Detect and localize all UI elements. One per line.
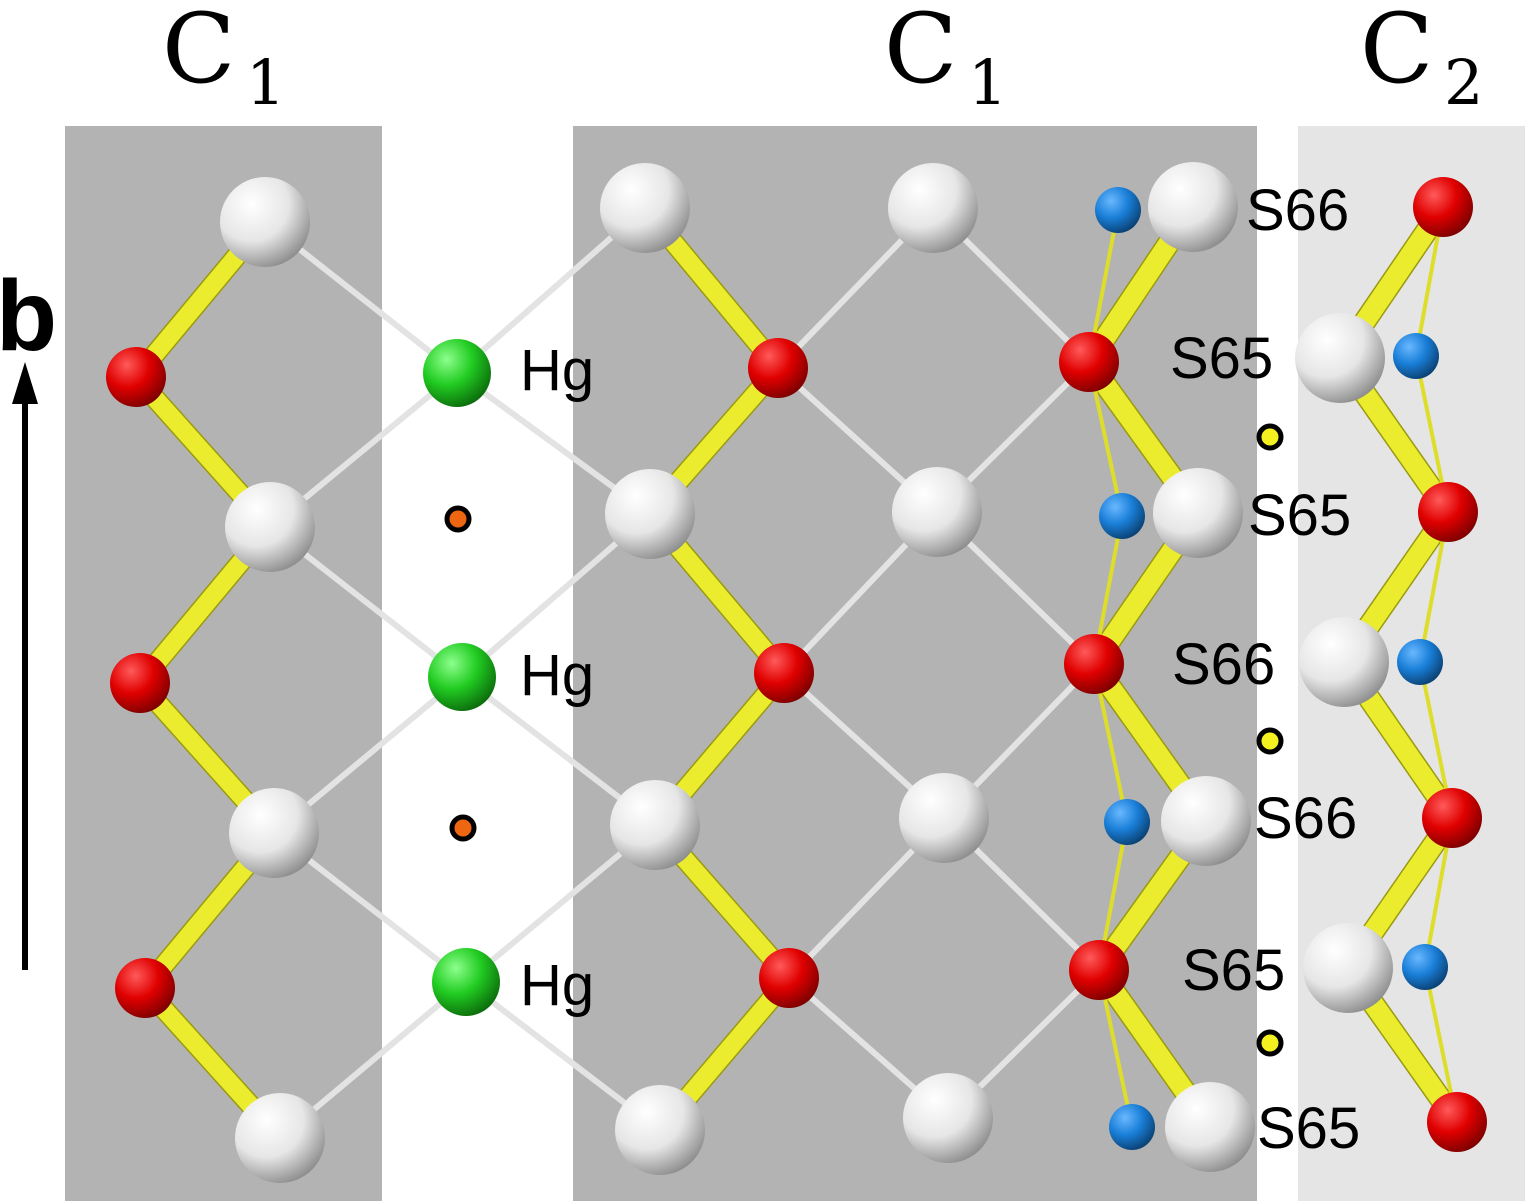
red-atom: [754, 643, 814, 703]
white-atom: [1303, 923, 1393, 1013]
axis-b-arrow: b: [0, 260, 57, 970]
red-atom: [759, 948, 819, 1008]
red-atom: [106, 347, 166, 407]
white-atom: [899, 773, 989, 863]
region-title-c1-center: C 1: [884, 0, 1007, 119]
orange-site-marker: [444, 505, 472, 533]
region-title-c1-left: C 1: [162, 0, 285, 119]
blue-atom: [1095, 187, 1141, 233]
blue-atom: [1099, 493, 1145, 539]
white-atom: [1295, 313, 1385, 403]
red-atom: [1069, 940, 1129, 1000]
region-title-main: C: [1360, 0, 1433, 105]
white-atom: [600, 163, 690, 253]
s66-label: S66: [1246, 178, 1349, 243]
white-atom: [1299, 617, 1389, 707]
region-title-main: C: [884, 0, 957, 105]
red-atom: [1064, 634, 1124, 694]
region-title-subscript: 1: [246, 46, 285, 119]
s65-label: S65: [1257, 1096, 1360, 1161]
axis-b-label: b: [0, 260, 57, 372]
hg-atom: [432, 948, 500, 1016]
region-title-c2-right: C 2: [1360, 0, 1483, 119]
red-atom: [1059, 332, 1119, 392]
white-atom: [888, 163, 978, 253]
region-title-main: C: [162, 0, 235, 105]
white-atom: [1153, 468, 1243, 558]
yellow-site-marker: [1256, 1029, 1284, 1057]
white-atom: [1165, 1082, 1255, 1172]
white-atom: [615, 1085, 705, 1175]
s65-label: S65: [1248, 483, 1351, 548]
white-atom: [903, 1073, 993, 1163]
hg-label: Hg: [520, 643, 594, 708]
white-atom: [892, 467, 982, 557]
s65-label: S65: [1170, 326, 1273, 391]
yellow-site-marker: [1256, 727, 1284, 755]
blue-atom: [1397, 639, 1443, 685]
yellow-site-marker: [1256, 423, 1284, 451]
red-atom: [1418, 482, 1478, 542]
red-atom: [115, 958, 175, 1018]
orange-site-marker: [449, 814, 477, 842]
s66-label: S66: [1172, 632, 1275, 697]
white-atom: [229, 788, 319, 878]
white-atom: [1148, 162, 1238, 252]
hg-label: Hg: [520, 338, 594, 403]
blue-atom: [1393, 333, 1439, 379]
region-title-subscript: 2: [1444, 46, 1483, 119]
red-atom: [1422, 788, 1482, 848]
red-atom: [1427, 1092, 1487, 1152]
blue-atom: [1402, 944, 1448, 990]
s66-label: S66: [1254, 786, 1357, 851]
red-atom: [110, 653, 170, 713]
white-atom: [1161, 776, 1251, 866]
white-atom: [610, 780, 700, 870]
hg-atom: [423, 339, 491, 407]
hg-atom: [428, 643, 496, 711]
atoms: [106, 162, 1487, 1183]
white-atom: [235, 1093, 325, 1183]
red-atom: [748, 338, 808, 398]
red-atom: [1413, 177, 1473, 237]
white-atom: [605, 469, 695, 559]
white-atom: [220, 177, 310, 267]
s65-label: S65: [1182, 938, 1285, 1003]
blue-atom: [1109, 1104, 1155, 1150]
blue-atom: [1104, 799, 1150, 845]
hg-label: Hg: [520, 953, 594, 1018]
white-atom: [225, 482, 315, 572]
region-title-subscript: 1: [968, 46, 1007, 119]
